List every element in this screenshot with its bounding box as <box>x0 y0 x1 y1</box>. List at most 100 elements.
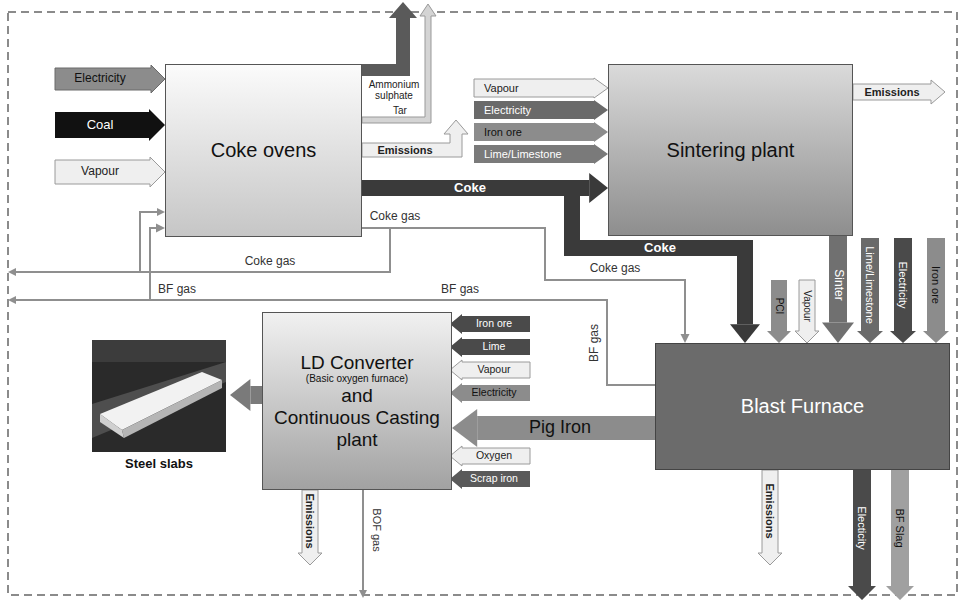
stream-label: Coke gas <box>245 255 296 268</box>
emission-arrow <box>853 80 945 104</box>
stream-label: Electricity <box>74 72 125 85</box>
slab-side <box>122 380 222 438</box>
flow-label: Coke <box>454 181 486 195</box>
stream-label: Iron ore <box>476 318 512 330</box>
stream-label: Vapour <box>484 82 519 94</box>
flow-label: Pig Iron <box>529 418 591 438</box>
box-label: Continuous Casting plant <box>269 407 445 451</box>
input-arrow <box>450 446 530 466</box>
input-arrow <box>923 238 949 343</box>
arrow-shaft <box>362 188 745 324</box>
flow-label: Sinter <box>831 269 844 300</box>
gas-line <box>362 490 364 590</box>
stream-label: Electricity <box>897 261 909 308</box>
flow-arrow <box>452 409 655 447</box>
steel-slab-picture <box>92 340 226 452</box>
stream-label: Emissions <box>377 144 432 156</box>
stream-label: Lime/Limestone <box>864 246 876 324</box>
arrow-shaft <box>362 228 685 334</box>
flow-arrow <box>362 188 760 343</box>
input-arrow <box>450 360 530 380</box>
box-label: LD Converter <box>301 352 414 374</box>
emission-arrow <box>298 490 322 565</box>
stream-label: BF gas <box>441 283 479 296</box>
input-arrow <box>857 238 883 343</box>
stream-label: Lime/Limestone <box>484 148 562 160</box>
box-label: and <box>341 385 373 407</box>
input-arrow <box>474 100 608 120</box>
input-arrow <box>474 144 608 164</box>
input-arrow <box>767 280 791 343</box>
stream-label: Emissions <box>764 483 776 538</box>
arrow-head <box>156 224 165 233</box>
photo-rollers <box>92 362 226 438</box>
box-label: Steel slabs <box>125 457 193 472</box>
arrow-head <box>681 334 690 343</box>
stream-label: BF gas <box>158 283 196 296</box>
flow-label: Coke gas <box>590 262 641 275</box>
process-box: Coke ovens <box>165 64 362 237</box>
arrow-head <box>157 208 165 216</box>
stream-label: Vapour <box>477 364 510 376</box>
stream-label: Emissions <box>864 86 919 98</box>
input-arrow <box>474 122 608 142</box>
box-label: Sintering plant <box>667 139 795 162</box>
output-arrow <box>848 470 876 600</box>
stream-label: PCI <box>774 298 785 315</box>
arrow-shaft <box>250 386 262 404</box>
flow-arrow <box>362 228 690 343</box>
stream-label: Iron ore <box>484 126 522 138</box>
slab-end <box>100 414 124 438</box>
arrow-shaft <box>477 416 655 440</box>
input-arrow <box>55 109 165 141</box>
stream-label: Tar <box>393 105 407 116</box>
input-arrow <box>55 65 165 93</box>
arrow-head <box>230 379 250 411</box>
gas-line <box>16 228 390 272</box>
stream-label: Scrap iron <box>470 473 518 485</box>
output-arrow <box>362 2 417 76</box>
arrow-head <box>822 323 854 343</box>
input-arrow <box>450 383 530 403</box>
process-box: Sintering plant <box>608 64 853 236</box>
stream-label: Emissions <box>304 493 316 548</box>
stream-label: Coke gas <box>370 210 421 223</box>
stream-label: Coal <box>87 118 114 132</box>
process-box: Blast Furnace <box>655 343 950 470</box>
box-label: (Basic oxygen furnace) <box>306 373 408 385</box>
output-arrow <box>886 470 914 600</box>
stream-label: Vapour <box>802 290 813 322</box>
flow-label: Coke <box>644 241 676 255</box>
box-label: Coke ovens <box>211 139 317 162</box>
stream-label: Oxygen <box>476 450 512 462</box>
flow-arrow <box>230 379 262 411</box>
stream-label: Electricity <box>472 387 517 399</box>
output-arrow <box>362 4 436 123</box>
input-arrow <box>795 280 819 343</box>
stream-label: Ammonium sulphate <box>366 79 422 101</box>
flow-label: BF gas <box>588 324 601 362</box>
photo-ground <box>92 340 226 452</box>
arrow-head <box>589 173 608 203</box>
arrow-head <box>452 409 477 447</box>
arrow-head <box>359 590 367 598</box>
input-arrow <box>450 469 530 489</box>
stream-label: BOF gas <box>371 508 383 551</box>
arrow-shaft <box>829 236 847 323</box>
slab-top <box>100 372 222 430</box>
arrow-head <box>730 324 760 343</box>
stream-label: Electicity <box>856 506 868 549</box>
process-box: LD Converter(Basic oxygen furnace)andCon… <box>262 312 452 490</box>
input-arrow <box>450 314 530 334</box>
stream-label: BF Slag <box>894 508 906 547</box>
emission-arrow <box>362 120 468 157</box>
stream-label: Vapour <box>81 165 119 178</box>
system-boundary <box>8 12 957 595</box>
gas-line <box>140 212 157 272</box>
stream-label: Iron ore <box>930 266 942 304</box>
gas-line <box>16 299 150 301</box>
emission-arrow <box>758 470 782 565</box>
arrow-head <box>8 268 16 276</box>
